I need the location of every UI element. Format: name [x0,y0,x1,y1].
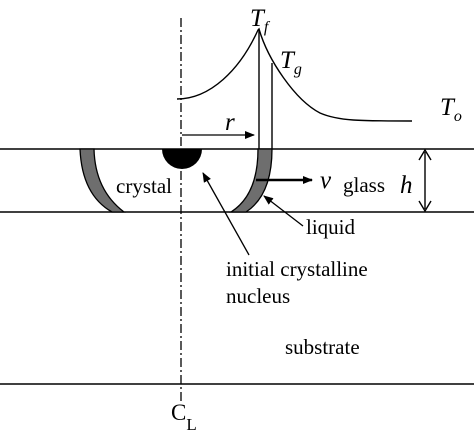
radius-label: r [225,109,235,136]
glass-temperature-label: Tg [280,47,302,78]
velocity-label: v [320,167,332,194]
centerline-label: CL [171,400,197,434]
liquid-label: liquid [306,215,356,239]
left-liquid-zone [79,148,126,213]
thickness-label: h [400,172,413,199]
nucleus-label-line2: nucleus [226,284,290,308]
right-liquid-zone [228,148,273,213]
substrate-label: substrate [285,335,360,359]
outer-temperature-label: To [440,94,462,125]
temperature-profile-curve [176,27,413,122]
nucleus-shape [162,149,202,169]
nucleus-leader-line [202,172,250,256]
liquid-leader-line [263,195,304,227]
glass-label: glass [343,173,385,197]
thickness-arrow-bottom-head [418,200,432,213]
crystal-label: crystal [116,174,172,198]
front-temperature-label: Tf [250,5,271,36]
nucleus-label-line1: initial crystalline [226,257,368,281]
thickness-arrow-top-head [418,148,432,161]
